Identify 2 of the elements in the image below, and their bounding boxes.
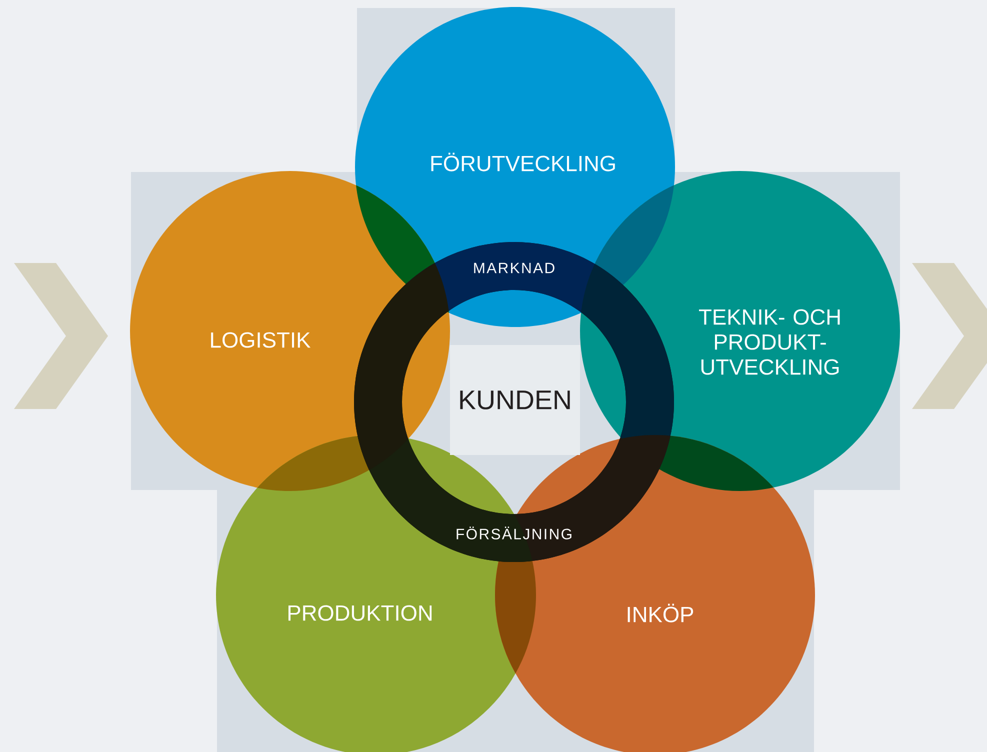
ring-label: MARKNAD	[474, 262, 554, 274]
center-box: KUNDEN	[450, 345, 580, 455]
